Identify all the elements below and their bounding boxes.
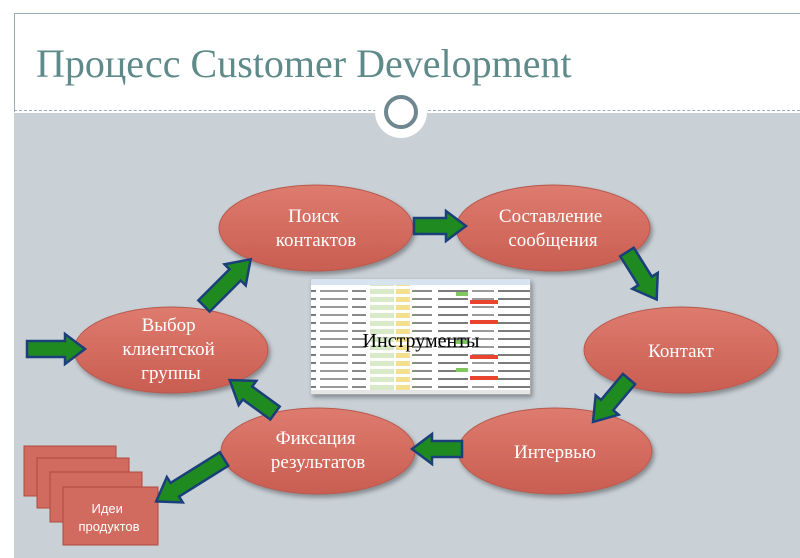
arrow-search-to-compose [412, 208, 469, 244]
header-circle-ornament [375, 86, 427, 138]
node-compose-message-label: Составление сообщения [499, 206, 607, 251]
arrow-compose-to-contact [618, 246, 660, 302]
node-interview-label: Интервью [514, 442, 596, 463]
arrow-contact-to-interview [591, 372, 637, 424]
ideas-card-front[interactable] [62, 486, 159, 546]
ellipses-group [73, 184, 779, 495]
node-search-contacts-label: Поиск контактов [276, 206, 356, 251]
frame-left-line [14, 13, 15, 112]
tools-label: Инструменты [363, 330, 480, 352]
product-ideas-stack: Идеи продуктов [23, 445, 159, 546]
slide-title: Процесс Customer Development [36, 41, 572, 86]
node-record-results-label: Фиксация результатов [271, 428, 365, 473]
tools-spreadsheet-image [310, 278, 531, 395]
arrow-select-to-search [196, 257, 253, 314]
node-record-results[interactable] [220, 407, 416, 495]
arrow-record-to-select [227, 378, 282, 422]
node-contact-label: Контакт [648, 341, 714, 362]
arrow-interview-to-record [409, 431, 464, 467]
arrow-entry [25, 331, 88, 367]
frame-top-line [14, 13, 800, 14]
node-select-group-label: Выбор клиентской группы [122, 315, 219, 384]
arrow-record-to-ideas [154, 450, 230, 504]
arrows-group [25, 208, 660, 504]
node-contact[interactable] [583, 306, 779, 394]
ideas-label: Идеи продуктов [78, 501, 139, 534]
node-search-contacts[interactable] [218, 184, 414, 272]
